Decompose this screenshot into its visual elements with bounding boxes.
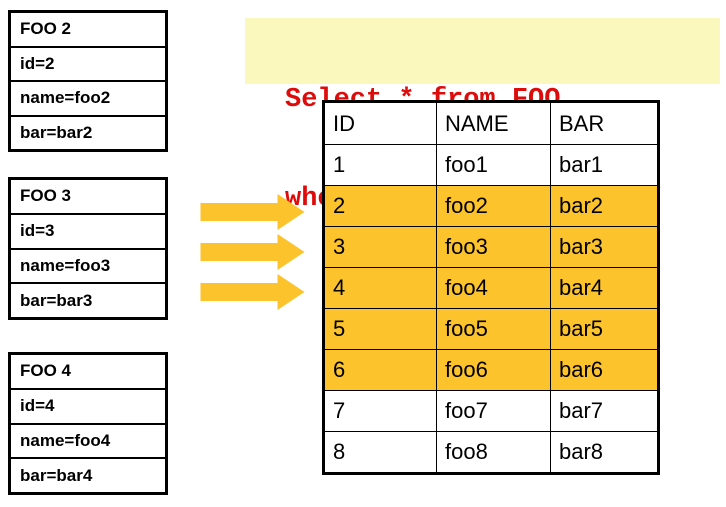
cell-id: 3 bbox=[323, 226, 437, 268]
cell-name: foo3 bbox=[436, 226, 551, 268]
entity-field-id: id=2 bbox=[11, 48, 165, 82]
cell-id: 7 bbox=[323, 390, 437, 432]
result-table: ID NAME BAR 1 foo1 bar1 2 foo2 bar2 3 fo… bbox=[322, 100, 660, 475]
table-row: 6 foo6 bar6 bbox=[323, 349, 659, 391]
sql-query-banner: Select * from FOO where id > 1 and id < … bbox=[245, 18, 720, 214]
entity-field-bar: bar=bar3 bbox=[20, 290, 93, 310]
cell-bar: bar8 bbox=[550, 431, 659, 474]
cell-name: foo5 bbox=[436, 308, 551, 350]
entity-title: FOO 3 bbox=[11, 180, 165, 215]
cell-bar: bar7 bbox=[550, 390, 659, 432]
entity-title: FOO 2 bbox=[11, 13, 165, 48]
cell-id: 1 bbox=[323, 144, 437, 186]
cell-name: foo1 bbox=[436, 144, 551, 186]
entity-field-name: name=foo3 bbox=[11, 250, 165, 285]
entity-field-name: name=foo4 bbox=[11, 425, 165, 460]
cell-id: 2 bbox=[323, 185, 437, 227]
table-header-row: ID NAME BAR bbox=[323, 101, 659, 145]
entity-field-bar: bar=bar2 bbox=[20, 122, 93, 142]
flow-arrow-icon bbox=[200, 274, 305, 310]
flow-arrow-icon bbox=[200, 234, 305, 270]
cell-bar: bar3 bbox=[550, 226, 659, 268]
cell-bar: bar2 bbox=[550, 185, 659, 227]
cell-name: foo8 bbox=[436, 431, 551, 474]
cell-bar: bar4 bbox=[550, 267, 659, 309]
col-header-bar: BAR bbox=[550, 101, 659, 145]
cell-name: foo7 bbox=[436, 390, 551, 432]
entity-field-bar: bar=bar4 bbox=[20, 465, 93, 485]
entity-box-foo2: FOO 2 id=2 name=foo2 bar=bar2 bbox=[8, 10, 168, 152]
cell-name: foo2 bbox=[436, 185, 551, 227]
cell-name: foo6 bbox=[436, 349, 551, 391]
entity-box-foo4: FOO 4 id=4 name=foo4 bar=bar4 bbox=[8, 352, 168, 495]
cell-id: 6 bbox=[323, 349, 437, 391]
cell-id: 5 bbox=[323, 308, 437, 350]
flow-arrow-icon bbox=[200, 194, 305, 230]
col-header-name: NAME bbox=[436, 101, 551, 145]
table-row: 2 foo2 bar2 bbox=[323, 185, 659, 227]
table-row: 3 foo3 bar3 bbox=[323, 226, 659, 268]
cell-bar: bar1 bbox=[550, 144, 659, 186]
table-row: 1 foo1 bar1 bbox=[323, 144, 659, 186]
table-row: 5 foo5 bar5 bbox=[323, 308, 659, 350]
entity-title: FOO 4 bbox=[11, 355, 165, 390]
entity-field-name: name=foo2 bbox=[11, 82, 165, 117]
cell-bar: bar6 bbox=[550, 349, 659, 391]
table-row: 7 foo7 bar7 bbox=[323, 390, 659, 432]
cell-id: 8 bbox=[323, 431, 437, 474]
table-row: 4 foo4 bar4 bbox=[323, 267, 659, 309]
cell-bar: bar5 bbox=[550, 308, 659, 350]
entity-field-id: id=4 bbox=[11, 390, 165, 425]
col-header-id: ID bbox=[323, 101, 437, 145]
entity-box-foo3: FOO 3 id=3 name=foo3 bar=bar3 bbox=[8, 177, 168, 320]
entity-field-id: id=3 bbox=[11, 215, 165, 250]
table-row: 8 foo8 bar8 bbox=[323, 431, 659, 474]
cell-name: foo4 bbox=[436, 267, 551, 309]
cell-id: 4 bbox=[323, 267, 437, 309]
